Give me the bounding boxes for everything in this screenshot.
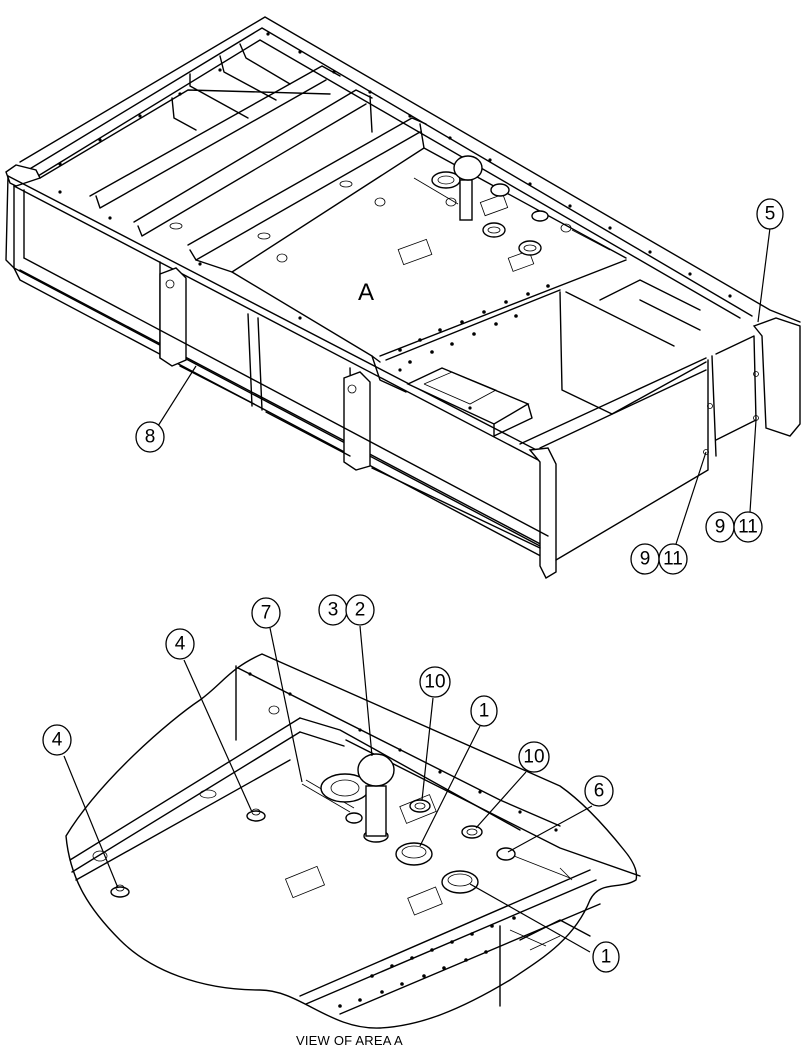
- leader-1b: [469, 883, 591, 953]
- svg-text:4: 4: [52, 730, 63, 751]
- leader-11a: [675, 451, 707, 545]
- svg-text:8: 8: [145, 427, 156, 448]
- callout-11-left: 11: [658, 543, 688, 575]
- callout-3: 3: [318, 594, 348, 626]
- callout-1-lower: 1: [592, 941, 620, 973]
- callout-8: 8: [135, 421, 165, 453]
- area-a-detail: [65, 653, 641, 1029]
- svg-text:2: 2: [355, 600, 366, 621]
- callout-5: 5: [756, 198, 784, 230]
- callout-9-left: 9: [630, 543, 660, 575]
- callout-4-left: 4: [42, 724, 72, 756]
- leader-10b: [475, 771, 527, 829]
- leader-5: [757, 227, 771, 323]
- svg-text:10: 10: [523, 747, 544, 768]
- svg-text:7: 7: [261, 603, 272, 624]
- callout-2: 2: [345, 594, 375, 626]
- svg-text:5: 5: [765, 204, 776, 225]
- callout-11-right: 11: [733, 511, 763, 543]
- svg-text:6: 6: [594, 781, 605, 802]
- callout-7: 7: [251, 597, 281, 629]
- leader-11b: [749, 419, 757, 513]
- leader-8: [157, 365, 197, 427]
- callout-6: 6: [584, 775, 614, 807]
- leader-10a: [421, 697, 434, 801]
- svg-text:3: 3: [328, 600, 339, 621]
- svg-text:1: 1: [479, 701, 490, 722]
- callout-4-middle: 4: [165, 628, 195, 660]
- view-caption: VIEW OF AREA A: [296, 1033, 403, 1048]
- leader-7: [269, 627, 303, 783]
- svg-text:11: 11: [738, 517, 758, 538]
- callout-9-right: 9: [705, 511, 735, 543]
- leader-6: [507, 805, 593, 853]
- svg-text:9: 9: [640, 549, 651, 570]
- area-a-label: A: [358, 279, 374, 306]
- svg-text:1: 1: [601, 947, 612, 968]
- svg-text:4: 4: [175, 634, 186, 655]
- svg-text:10: 10: [424, 672, 445, 693]
- leader-1a: [419, 725, 481, 847]
- frame-assembly: A: [5, 16, 801, 579]
- leader-2: [359, 625, 373, 757]
- svg-text:9: 9: [715, 517, 726, 538]
- callout-1-upper: 1: [470, 695, 498, 727]
- leader-4b: [183, 659, 253, 813]
- callout-10-upper: 10: [419, 666, 451, 698]
- callouts: 5 8 9 11 9 11 7 3: [42, 198, 784, 973]
- svg-text:11: 11: [663, 549, 683, 570]
- leader-4a: [63, 755, 119, 889]
- callout-10-lower: 10: [518, 741, 550, 773]
